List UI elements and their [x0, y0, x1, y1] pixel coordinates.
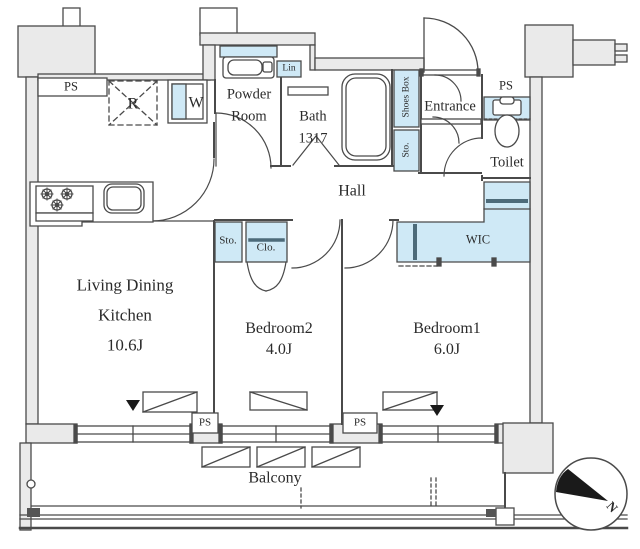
ac-unit-marks: [126, 391, 444, 416]
interior-walls: [37, 69, 531, 425]
ldk-name2: Kitchen: [98, 305, 152, 325]
compass-icon: [554, 457, 628, 531]
powder-room-line2: Room: [231, 108, 267, 124]
storage-entrance-label: Sto.: [401, 142, 412, 158]
ps-label-top-left: PS: [64, 79, 78, 94]
washbasin-icon: [222, 56, 275, 79]
stove-icon: [35, 185, 94, 222]
ldk-label: Living Dining Kitchen 10.6J: [77, 270, 174, 359]
powder-room-label: Powder Room: [227, 84, 271, 128]
bath-name: Bath: [299, 108, 327, 125]
ldk-size: 10.6J: [106, 334, 144, 354]
bath-size: 1317: [298, 130, 328, 146]
ps-label-bottom-left: PS: [198, 416, 212, 429]
exterior-walls: [17, 7, 628, 531]
linen-label: Lin: [282, 63, 296, 74]
door-swings: [151, 74, 483, 292]
balcony-label: Balcony: [248, 469, 302, 487]
washer-label: W: [188, 94, 204, 112]
powder-room-line1: Powder: [226, 86, 272, 103]
ps-label-bottom-mid: PS: [353, 416, 367, 429]
toilet-label: Toilet: [490, 154, 524, 171]
toilet-icon: [492, 96, 522, 148]
wic-label: WIC: [465, 232, 491, 247]
balcony-area: [18, 446, 629, 530]
bedroom1-label: Bedroom1 6.0J: [413, 319, 481, 361]
kitchen-counter: [29, 181, 154, 227]
ps-label-toilet: PS: [499, 78, 513, 93]
entrance-label: Entrance: [424, 98, 476, 115]
storage-zones: [108, 45, 531, 267]
hall-label: Hall: [338, 182, 366, 200]
bedroom2-label: Bedroom2 4.0J: [245, 319, 313, 361]
sink-icon: [103, 183, 145, 214]
bath-label: Bath 1317: [299, 106, 328, 150]
closet-label: Clo.: [256, 241, 276, 254]
refrigerator-label: R: [127, 95, 139, 113]
ldk-name: Living Dining: [76, 275, 174, 295]
bathtub-icon: [287, 73, 391, 161]
bedroom1-size: 6.0J: [433, 341, 461, 358]
shoes-box-label: Shoes Box: [401, 76, 412, 118]
bedroom1-name: Bedroom1: [413, 320, 481, 338]
windows: [73, 412, 499, 444]
bedroom2-size: 4.0J: [265, 341, 293, 358]
bedroom2-name: Bedroom2: [245, 320, 313, 338]
storage-hall-label: Sto.: [219, 234, 237, 247]
